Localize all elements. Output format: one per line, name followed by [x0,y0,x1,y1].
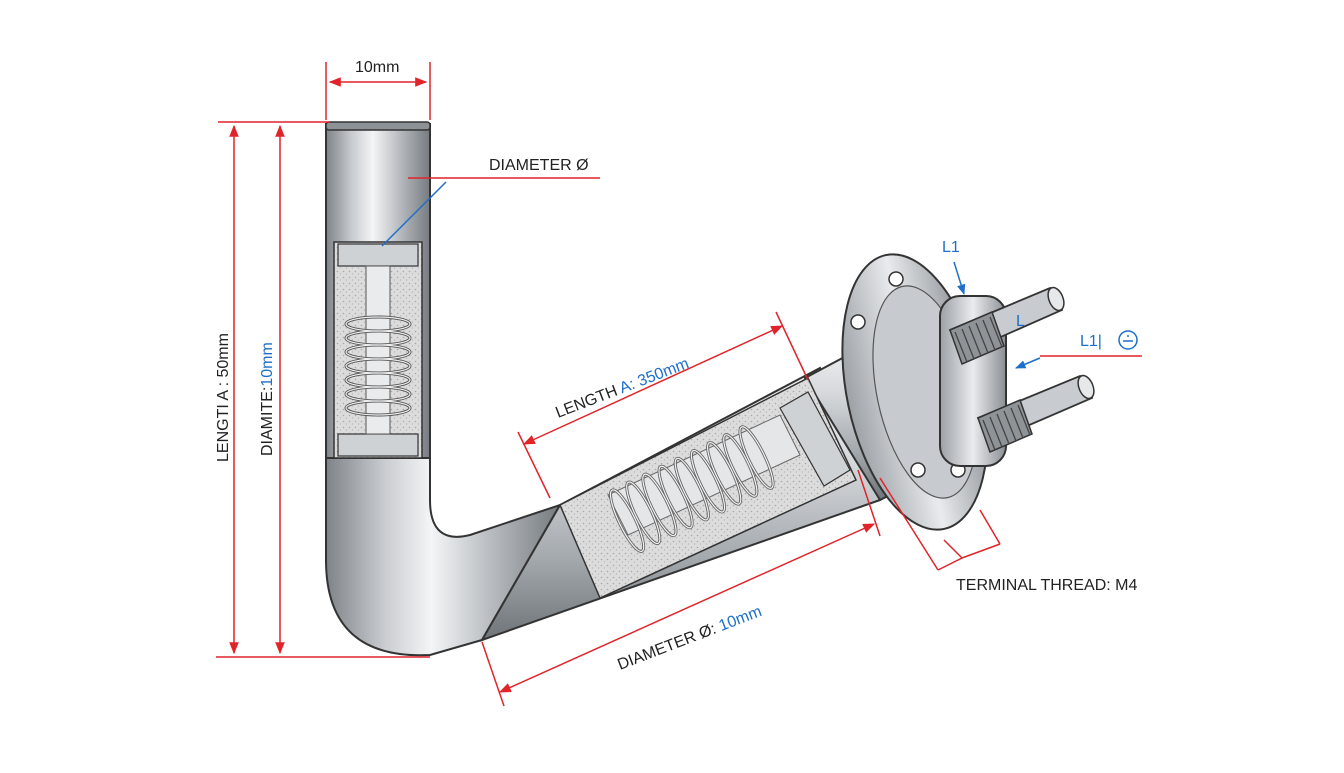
length-left-label: LENGTI A : 50mm [215,333,232,462]
length-diagonal-label: LENGTH A: 350mm [553,355,691,422]
l1-top-label: L1 [942,239,960,256]
flange-hole [850,314,866,330]
flange-hole [888,271,904,287]
l1-right-prefix: L1| [1080,333,1102,350]
length-diagonal-value: A: 350mm [617,355,691,397]
minus-circle-icon [1118,330,1138,350]
diameter-bottom-value: 10mm [712,603,764,636]
diameter-bottom-prefix: DIAMETER Ø: [615,621,718,674]
terminal-upper [948,286,1065,366]
terminal-lower [976,374,1095,454]
length-diagonal-prefix: LENGTH [553,381,623,421]
flange-hole [910,462,926,478]
l1-right-label: L1| [1080,333,1102,350]
diagonal-cutaway [559,376,858,600]
dimension-lines [216,62,1142,707]
top-width-label: 10mm [355,59,399,76]
flange [841,253,1007,531]
diameter-left-value: 10mm [259,342,276,386]
l-small-label: L [1016,313,1025,330]
diameter-bottom-label: DIAMETER Ø: 10mm [615,603,764,674]
diameter-left-label: DIAMITE:10mm [259,342,276,456]
vertical-cutaway [333,241,423,459]
callout-leaders [381,181,1041,369]
diameter-top-label: DIAMETER Ø [489,157,589,174]
terminal-thread-label: TERMINAL THREAD: M4 [956,577,1137,594]
diameter-left-prefix: DIAMITE: [259,387,276,456]
